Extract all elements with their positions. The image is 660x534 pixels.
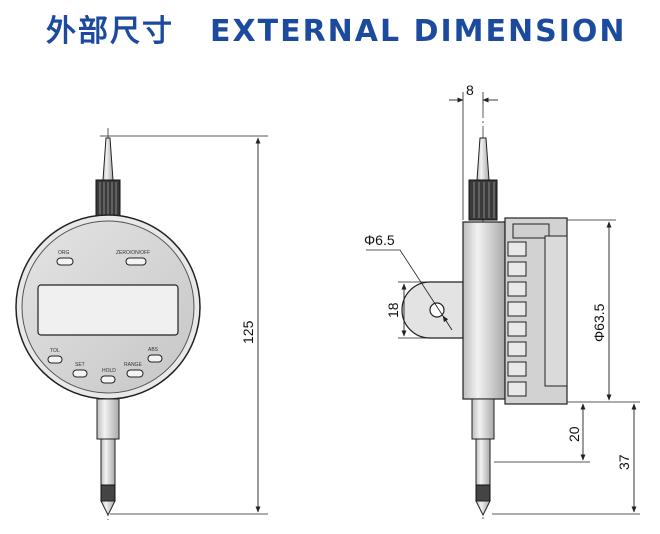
thickness-dim-label: 8 — [466, 82, 474, 98]
contact-holder — [100, 484, 116, 502]
side-knurled-cap — [468, 179, 498, 221]
total-stem-dim-label: 37 — [616, 454, 632, 470]
side-knurl-lines — [473, 182, 495, 218]
stem-upper — [96, 398, 120, 440]
abs-button — [147, 354, 163, 363]
label-org: ORG — [58, 250, 70, 256]
tol-button — [47, 355, 63, 364]
height-dim-label: 125 — [240, 320, 256, 344]
label-tol: TOL — [50, 348, 60, 354]
cap-tip — [102, 137, 114, 181]
side-stem-spindle — [475, 438, 491, 486]
bezel-rim — [544, 235, 568, 387]
buttons — [47, 257, 163, 384]
lug-dim-label: 18 — [385, 302, 401, 318]
zero-button — [125, 257, 147, 266]
side-contact-point — [475, 500, 491, 517]
label-range: RANGE — [124, 362, 142, 368]
label-zero: ZERO/ON/OFF — [116, 250, 150, 256]
page-title: 外部尺寸 EXTERNAL DIMENSION — [46, 12, 626, 52]
label-abs: ABS — [148, 347, 159, 353]
label-set: SET — [75, 362, 85, 368]
diameter-dim-label: Φ63.5 — [591, 303, 607, 342]
button-labels: ORG ZERO/ON/OFF TOL SET HOLD RANGE ABS — [50, 250, 159, 374]
stem-dim-label: 20 — [566, 426, 582, 442]
side-contact-holder — [475, 484, 491, 502]
side-view: 8 Φ6.5 18 Φ63.5 20 37 — [364, 82, 640, 520]
stem-spindle — [100, 438, 116, 486]
hole-leader — [366, 249, 444, 317]
range-button — [126, 369, 144, 378]
knurl-lines — [99, 182, 117, 216]
top-button-side — [512, 223, 550, 239]
front-view: ORG ZERO/ON/OFF TOL SET HOLD RANGE ABS 1… — [15, 128, 268, 520]
side-body — [462, 221, 506, 400]
hole-leader-tail — [442, 315, 453, 331]
label-hold: HOLD — [102, 368, 116, 374]
lug-hole — [429, 302, 445, 318]
lcd-display — [37, 284, 179, 336]
contact-point — [100, 500, 116, 517]
hole-dim-label: Φ6.5 — [364, 232, 395, 248]
bezel-ribs — [507, 241, 527, 397]
side-cap-tip — [476, 137, 490, 181]
set-button — [72, 369, 88, 378]
hold-button — [100, 375, 116, 384]
org-button — [56, 257, 74, 266]
title-chinese: 外部尺寸 — [46, 14, 174, 49]
side-stem-upper — [471, 398, 495, 440]
title-english: EXTERNAL DIMENSION — [210, 14, 627, 49]
